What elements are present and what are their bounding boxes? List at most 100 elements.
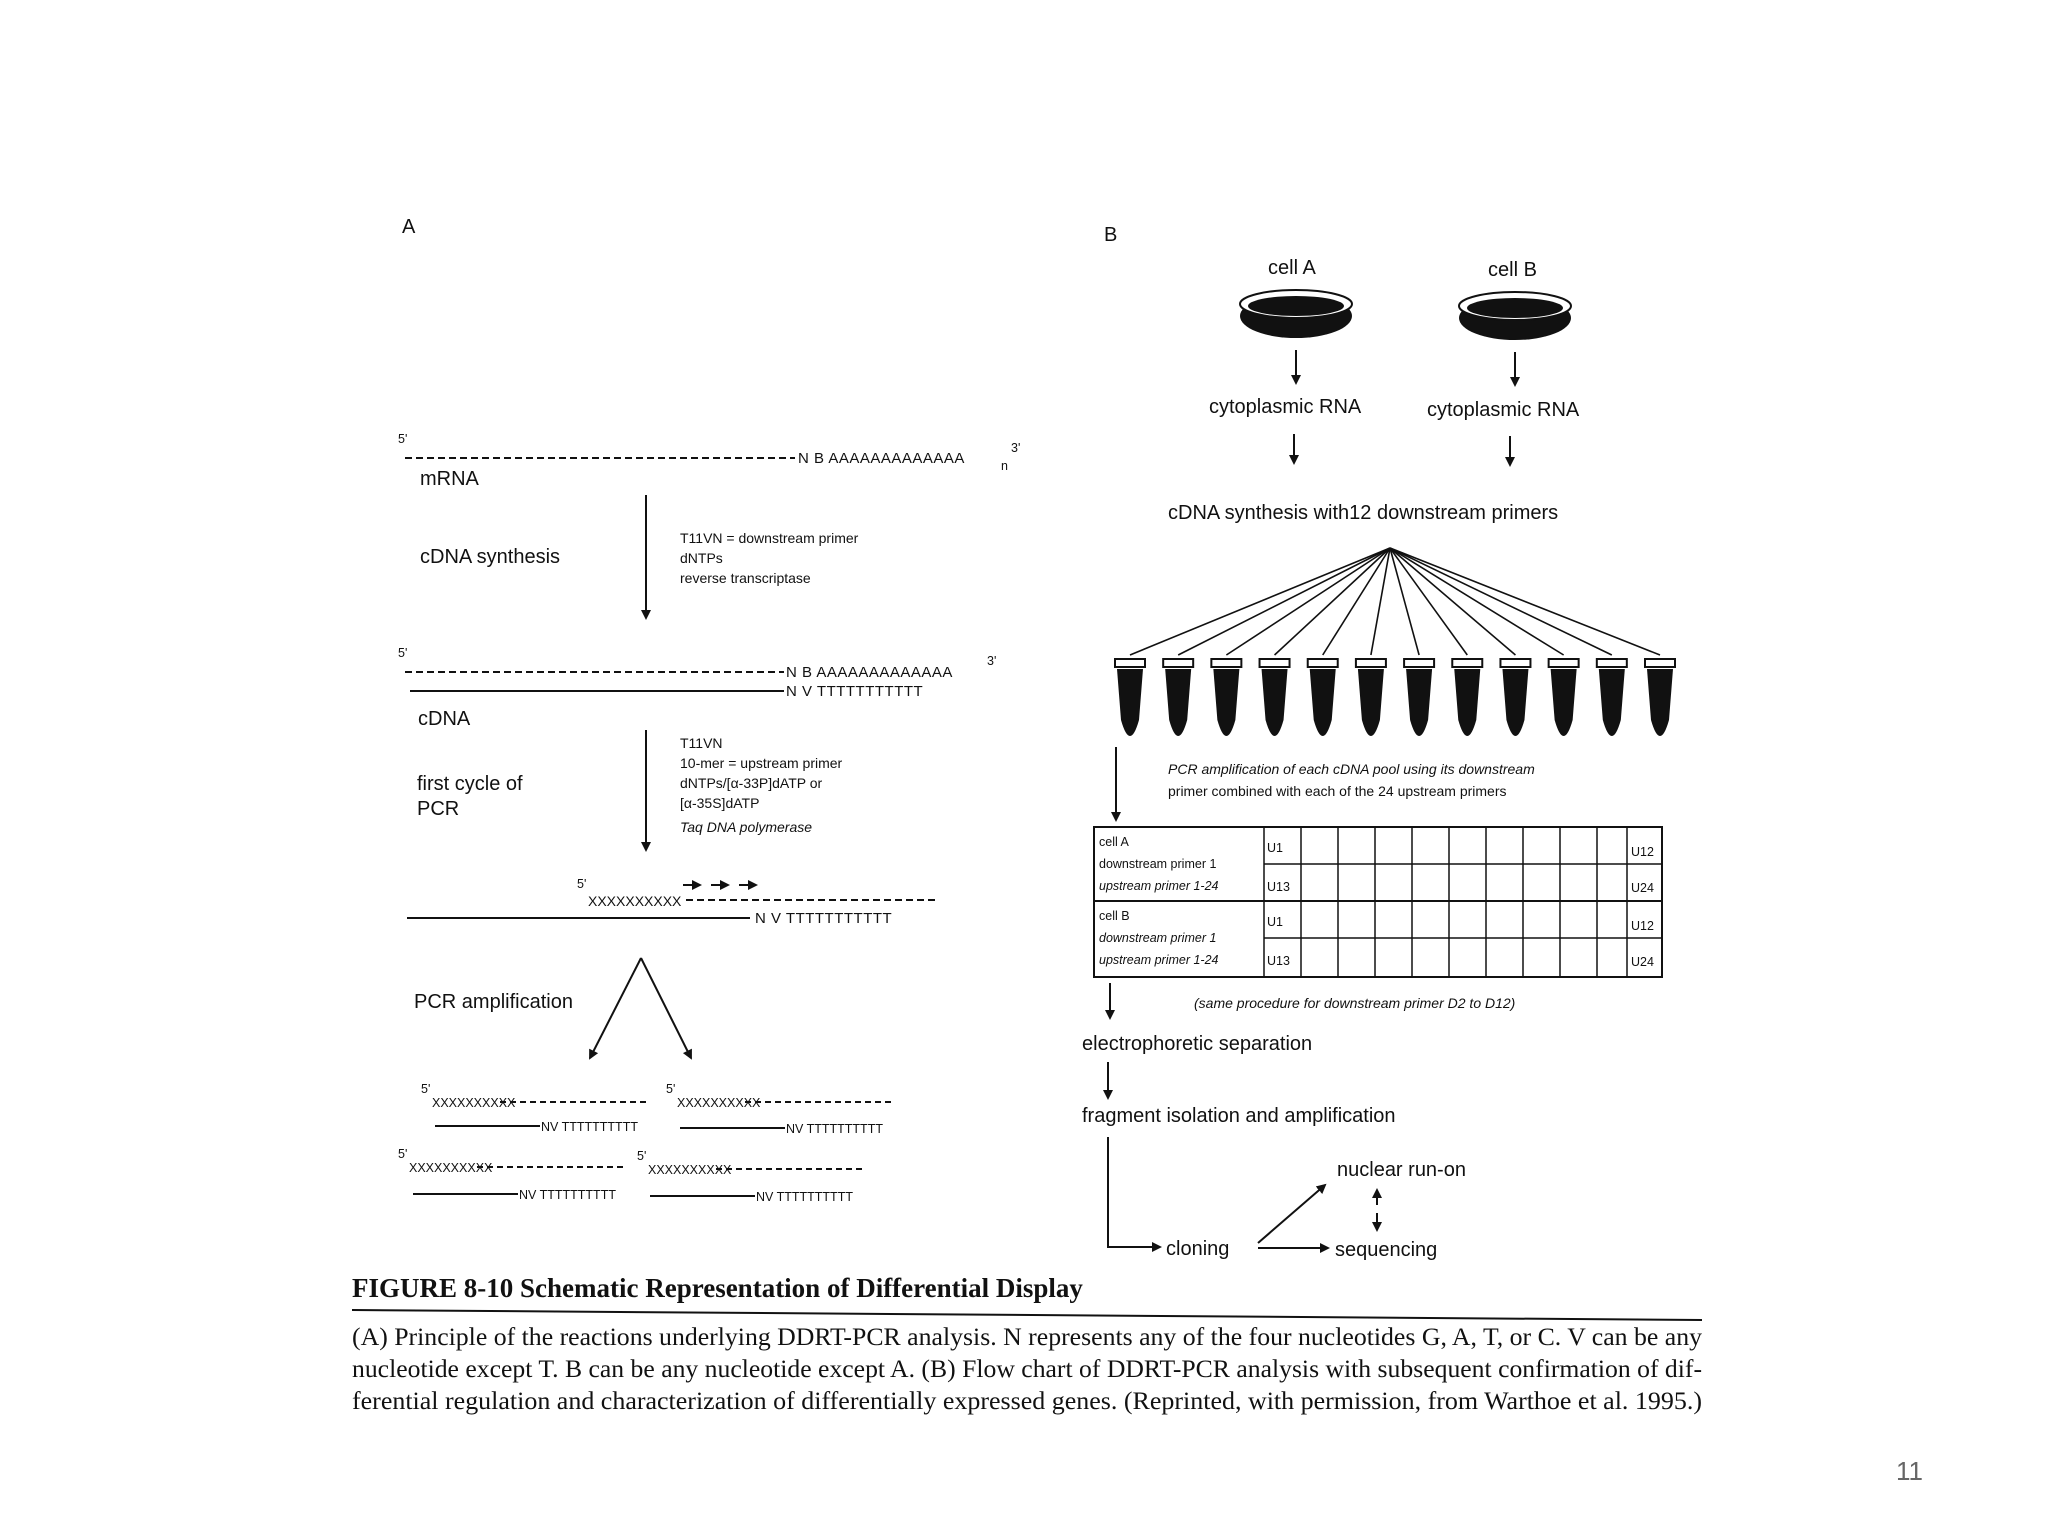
- caption-line-2: nucleotide except T. B can be any nucleo…: [352, 1356, 1702, 1383]
- pcr-tube: [1451, 658, 1484, 736]
- figure-caption: FIGURE 8-10 Schematic Representation of …: [351, 1273, 1703, 1415]
- u12-a: U12: [1631, 845, 1654, 859]
- first-cycle-label-1: first cycle of: [417, 773, 523, 795]
- fan-line: [1225, 547, 1391, 656]
- step1-reagent-2: dNTPs: [680, 550, 723, 566]
- petri-dish-cell-b: [1458, 291, 1572, 340]
- arrow-cloning-to-nuclear: [1257, 1183, 1327, 1244]
- step1-reagent-3: reverse transcriptase: [680, 570, 811, 586]
- caption-line-3: ferential regulation and characterizatio…: [352, 1388, 1702, 1415]
- five-prime-marker: 5': [398, 432, 407, 446]
- fan-line: [1129, 547, 1391, 656]
- cdna-top-sequence: N B AAAAAAAAAAAAA: [786, 664, 953, 681]
- cell-b-label: cell B: [1488, 259, 1537, 281]
- step1-reagent-1: T11VN = downstream primer: [680, 530, 859, 546]
- step2-reagent-1: T11VN: [680, 735, 723, 751]
- cdna-three-prime: 3': [987, 654, 996, 668]
- poly-a-subscript: n: [1001, 459, 1008, 473]
- pcr-tube: [1114, 658, 1146, 736]
- svg-text:XXXXXXXXXX: XXXXXXXXXX: [432, 1096, 516, 1110]
- fan-line: [1274, 547, 1391, 656]
- pcr-note-2: primer combined with each of the 24 upst…: [1168, 783, 1506, 799]
- svg-text:XXXXXXXXXX: XXXXXXXXXX: [677, 1096, 761, 1110]
- fan-line: [1322, 547, 1391, 656]
- svg-text:XXXXXXXXXX: XXXXXXXXXX: [409, 1161, 493, 1175]
- amp-arrow-left: [589, 957, 642, 1060]
- caption-rule: [351, 1309, 1703, 1321]
- step2-reagent-3: dNTPs/[α-33P]dATP or: [680, 775, 823, 791]
- svg-text:NV TTTTTTTTTT: NV TTTTTTTTTT: [519, 1188, 616, 1202]
- fragment-isolation: fragment isolation and amplification: [1082, 1105, 1396, 1127]
- table-cell-b-2: downstream primer 1: [1099, 931, 1216, 945]
- svg-text:5': 5': [398, 1147, 407, 1161]
- u1-b: U1: [1267, 915, 1283, 929]
- fan-line: [1389, 547, 1516, 656]
- cdna-synthesis-12-primers: cDNA synthesis with12 downstream primers: [1168, 502, 1558, 524]
- pcr-tube: [1595, 658, 1628, 736]
- pcr-tube: [1499, 658, 1532, 736]
- pcr-tube: [1210, 658, 1243, 736]
- fan-line: [1389, 547, 1468, 656]
- panel-a-label: A: [402, 216, 416, 238]
- nuclear-run-on: nuclear run-on: [1337, 1159, 1466, 1181]
- svg-text:NV TTTTTTTTTT: NV TTTTTTTTTT: [756, 1190, 853, 1204]
- table-cell-a-3: upstream primer 1-24: [1099, 879, 1219, 893]
- arrow-to-cloning: [1107, 1137, 1162, 1252]
- step2-reagent-5: Taq DNA polymerase: [680, 819, 812, 835]
- caption-title: FIGURE 8-10 Schematic Representation of …: [352, 1273, 1083, 1303]
- mrna-sequence: N B AAAAAAAAAAAAA: [798, 450, 965, 467]
- u1-a: U1: [1267, 841, 1283, 855]
- step2-reagent-2: 10-mer = upstream primer: [680, 755, 843, 771]
- cyto-rna-a: cytoplasmic RNA: [1209, 396, 1362, 418]
- cyto-rna-b: cytoplasmic RNA: [1427, 399, 1580, 421]
- amp-arrow-right: [640, 957, 692, 1060]
- cdna-bottom-sequence: N V TTTTTTTTTTT: [786, 683, 923, 700]
- pcr-amplification-label: PCR amplification: [414, 991, 573, 1013]
- svg-text:5': 5': [666, 1082, 675, 1096]
- panel-b: B cell A cell B cytoplasmic RNA cytoplas…: [1082, 224, 1676, 1261]
- fan-line: [1177, 547, 1391, 656]
- svg-text:XXXXXXXXXX: XXXXXXXXXX: [648, 1163, 732, 1177]
- u24-a: U24: [1631, 881, 1654, 895]
- pcr-tube: [1354, 658, 1387, 736]
- mrna-label: mRNA: [420, 468, 480, 490]
- first-cycle-label-2: PCR: [417, 798, 459, 820]
- fan-line: [1389, 547, 1565, 656]
- cdna-synthesis-label: cDNA synthesis: [420, 546, 560, 568]
- u13-a: U13: [1267, 880, 1290, 894]
- fan-line: [1370, 547, 1391, 656]
- fan-line: [1389, 547, 1661, 656]
- fan-line: [1389, 547, 1420, 656]
- svg-text:NV TTTTTTTTTT: NV TTTTTTTTTT: [786, 1122, 883, 1136]
- u12-b: U12: [1631, 919, 1654, 933]
- pcr-tube: [1644, 658, 1676, 736]
- table-cell-b-3: upstream primer 1-24: [1099, 953, 1219, 967]
- table-cell-a-1: cell A: [1099, 835, 1130, 849]
- svg-text:5': 5': [421, 1082, 430, 1096]
- fan-line: [1389, 547, 1613, 656]
- sequencing-label: sequencing: [1335, 1239, 1437, 1261]
- same-procedure-note: (same procedure for downstream primer D2…: [1194, 995, 1515, 1011]
- pcr-tube: [1162, 658, 1195, 736]
- pcr-tube: [1258, 658, 1291, 736]
- u13-b: U13: [1267, 954, 1290, 968]
- cell-a-label: cell A: [1268, 257, 1316, 279]
- tube-row: [1114, 658, 1676, 736]
- three-prime-marker: 3': [1011, 441, 1020, 455]
- step2-reagent-4: [α-35S]dATP: [680, 795, 759, 811]
- svg-text:NV TTTTTTTTTT: NV TTTTTTTTTT: [541, 1120, 638, 1134]
- five-prime-marker: 5': [577, 877, 586, 891]
- pcr-note-1: PCR amplification of each cDNA pool usin…: [1168, 761, 1535, 777]
- primer-sequence: XXXXXXXXXX: [588, 893, 682, 909]
- pcr-product-2: 5' XXXXXXXXXX NV TTTTTTTTTT: [666, 1082, 895, 1136]
- panel-b-label: B: [1104, 224, 1117, 246]
- table-cell-b-1: cell B: [1099, 909, 1130, 923]
- panel-a: A 5' N B AAAAAAAAAAAAA n 3' mRNA cDNA sy…: [398, 216, 1020, 1204]
- caption-line-1: (A) Principle of the reactions underlyin…: [352, 1324, 1703, 1351]
- pcr-tube: [1306, 658, 1339, 736]
- page-number: 11: [1896, 1456, 1923, 1486]
- pcr-product-3: 5' XXXXXXXXXX NV TTTTTTTTTT: [398, 1147, 627, 1202]
- svg-text:5': 5': [637, 1149, 646, 1163]
- pcr-tube: [1403, 658, 1436, 736]
